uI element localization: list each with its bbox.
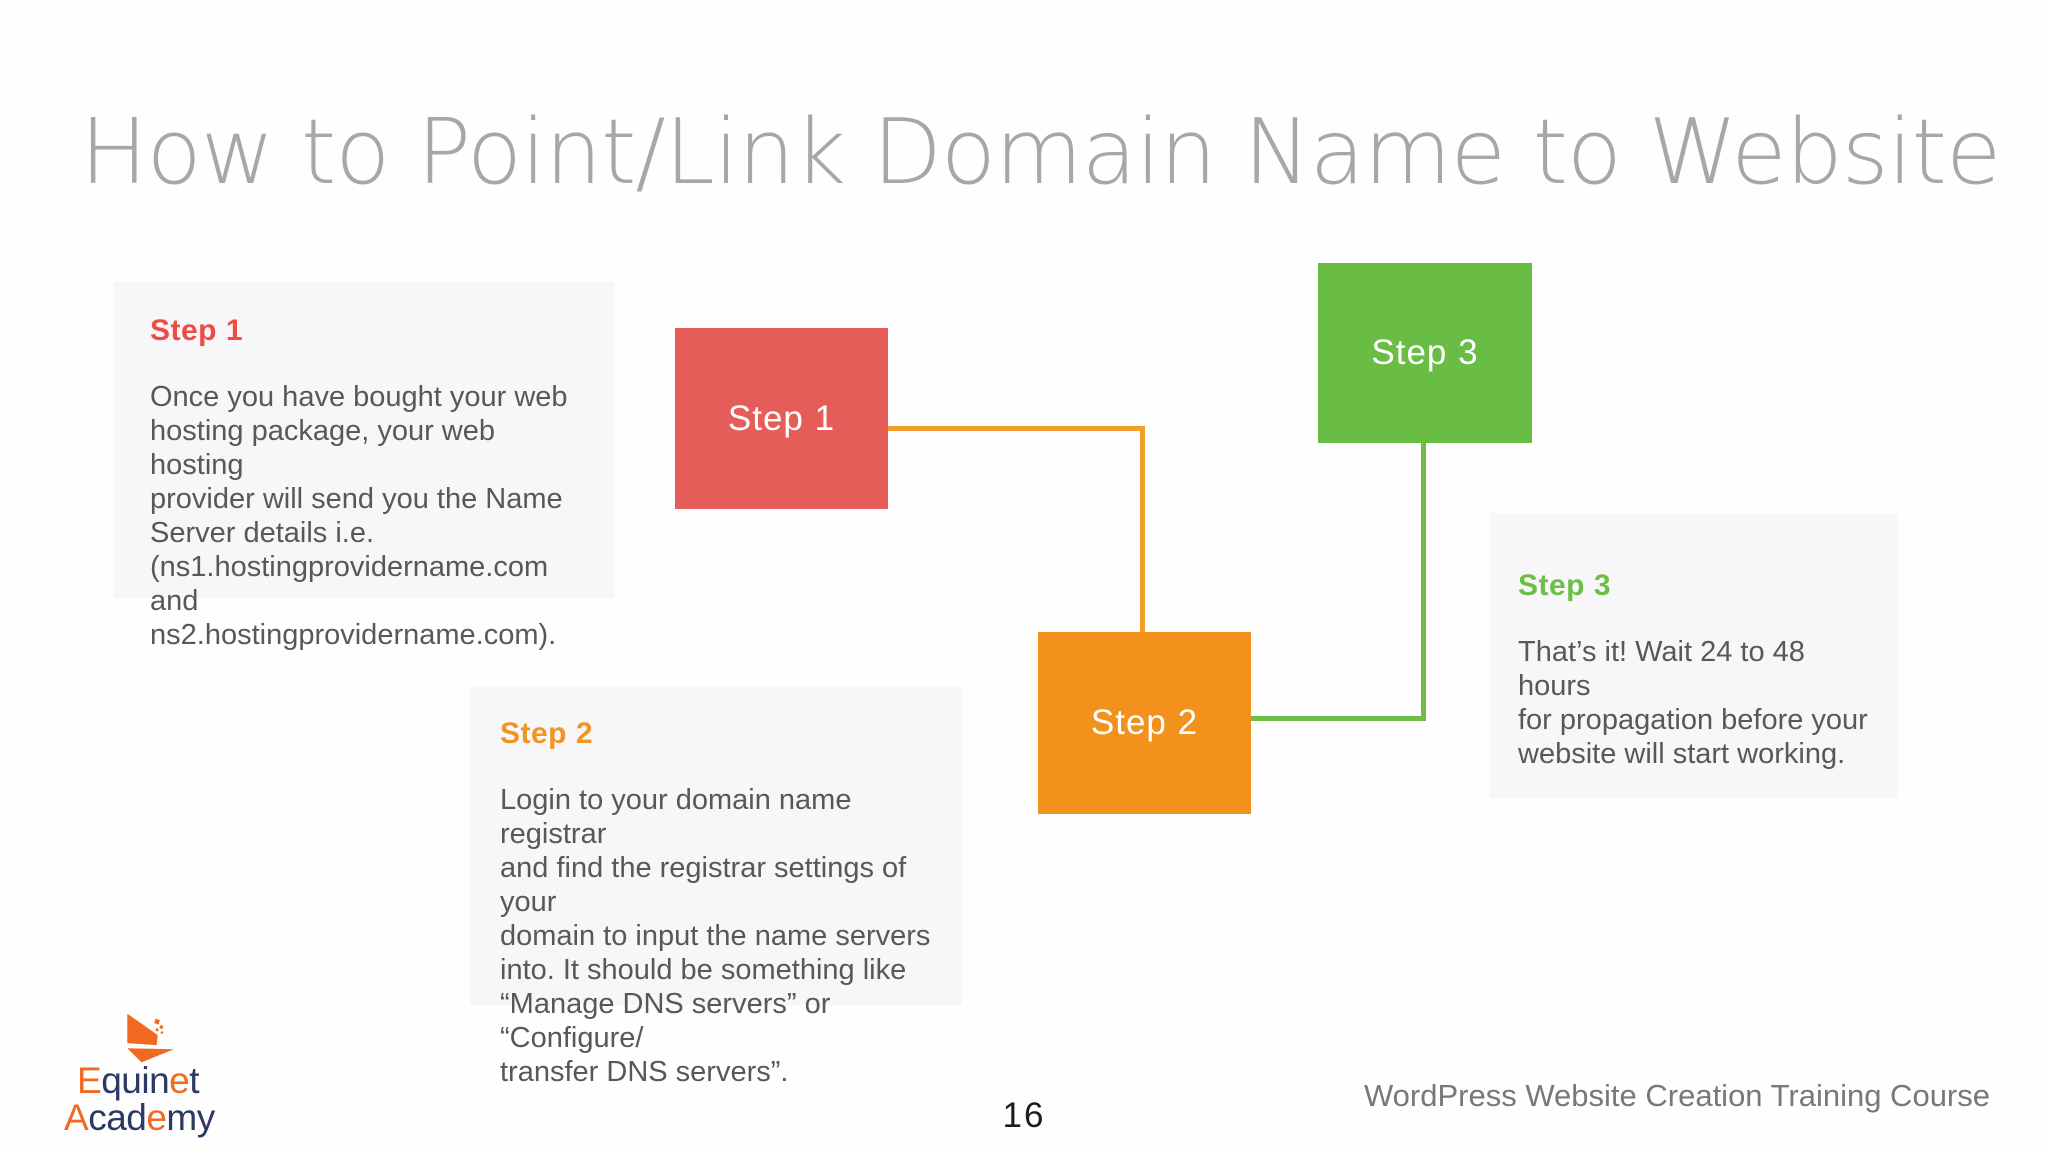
step2-node-label: Step 2 <box>1090 703 1199 742</box>
footer-course-title: WordPress Website Creation Training Cour… <box>1363 1078 1990 1113</box>
step2-node: Step 2 <box>1038 632 1251 814</box>
laptop-icon <box>127 1013 174 1063</box>
step2-panel-body: Login to your domain name registrar and … <box>500 784 931 1088</box>
logo-letter: e <box>169 1060 190 1101</box>
connector-step2-step3-vertical <box>1421 443 1426 721</box>
logo-letter: t <box>189 1060 199 1101</box>
connector-step2-step3-horizontal <box>1251 716 1426 721</box>
connector-step1-step2-vertical <box>1140 426 1145 632</box>
logo-letter: A <box>64 1097 89 1138</box>
step3-node: Step 3 <box>1318 263 1532 443</box>
step3-panel-heading: Step 3 <box>1518 569 1612 602</box>
slide-title: How to Point/Link Domain Name to Website <box>80 100 2001 206</box>
equinet-academy-logo: Equinet Academy <box>64 1004 284 1136</box>
logo-line-academy: Academy <box>64 1099 284 1136</box>
connector-step1-step2-horizontal <box>888 426 1145 431</box>
logo-letter: E <box>77 1060 102 1101</box>
step1-panel-body: Once you have bought your web hosting pa… <box>150 381 568 651</box>
step1-node-label: Step 1 <box>727 398 836 438</box>
step3-node-label: Step 3 <box>1371 333 1479 372</box>
logo-wordmark: Equinet Academy <box>64 1062 284 1136</box>
step1-panel: Step 1 Once you have bought your web hos… <box>114 282 615 651</box>
logo-letters: cad <box>88 1097 147 1138</box>
step2-panel: Step 2 Login to your domain name registr… <box>470 687 962 1088</box>
logo-letter: e <box>146 1097 167 1138</box>
logo-letters: quin <box>101 1060 170 1101</box>
step3-panel-body: That’s it! Wait 24 to 48 hours for propa… <box>1518 636 1868 770</box>
step2-panel-heading: Step 2 <box>500 717 594 750</box>
logo-line-equinet: Equinet <box>77 1062 284 1099</box>
step1-panel-heading: Step 1 <box>150 314 244 347</box>
logo-letters: my <box>166 1097 215 1138</box>
step3-panel: Step 3 That’s it! Wait 24 to 48 hours fo… <box>1490 513 1898 798</box>
page-number: 16 <box>1002 1096 1046 1135</box>
step1-node: Step 1 <box>675 328 888 509</box>
